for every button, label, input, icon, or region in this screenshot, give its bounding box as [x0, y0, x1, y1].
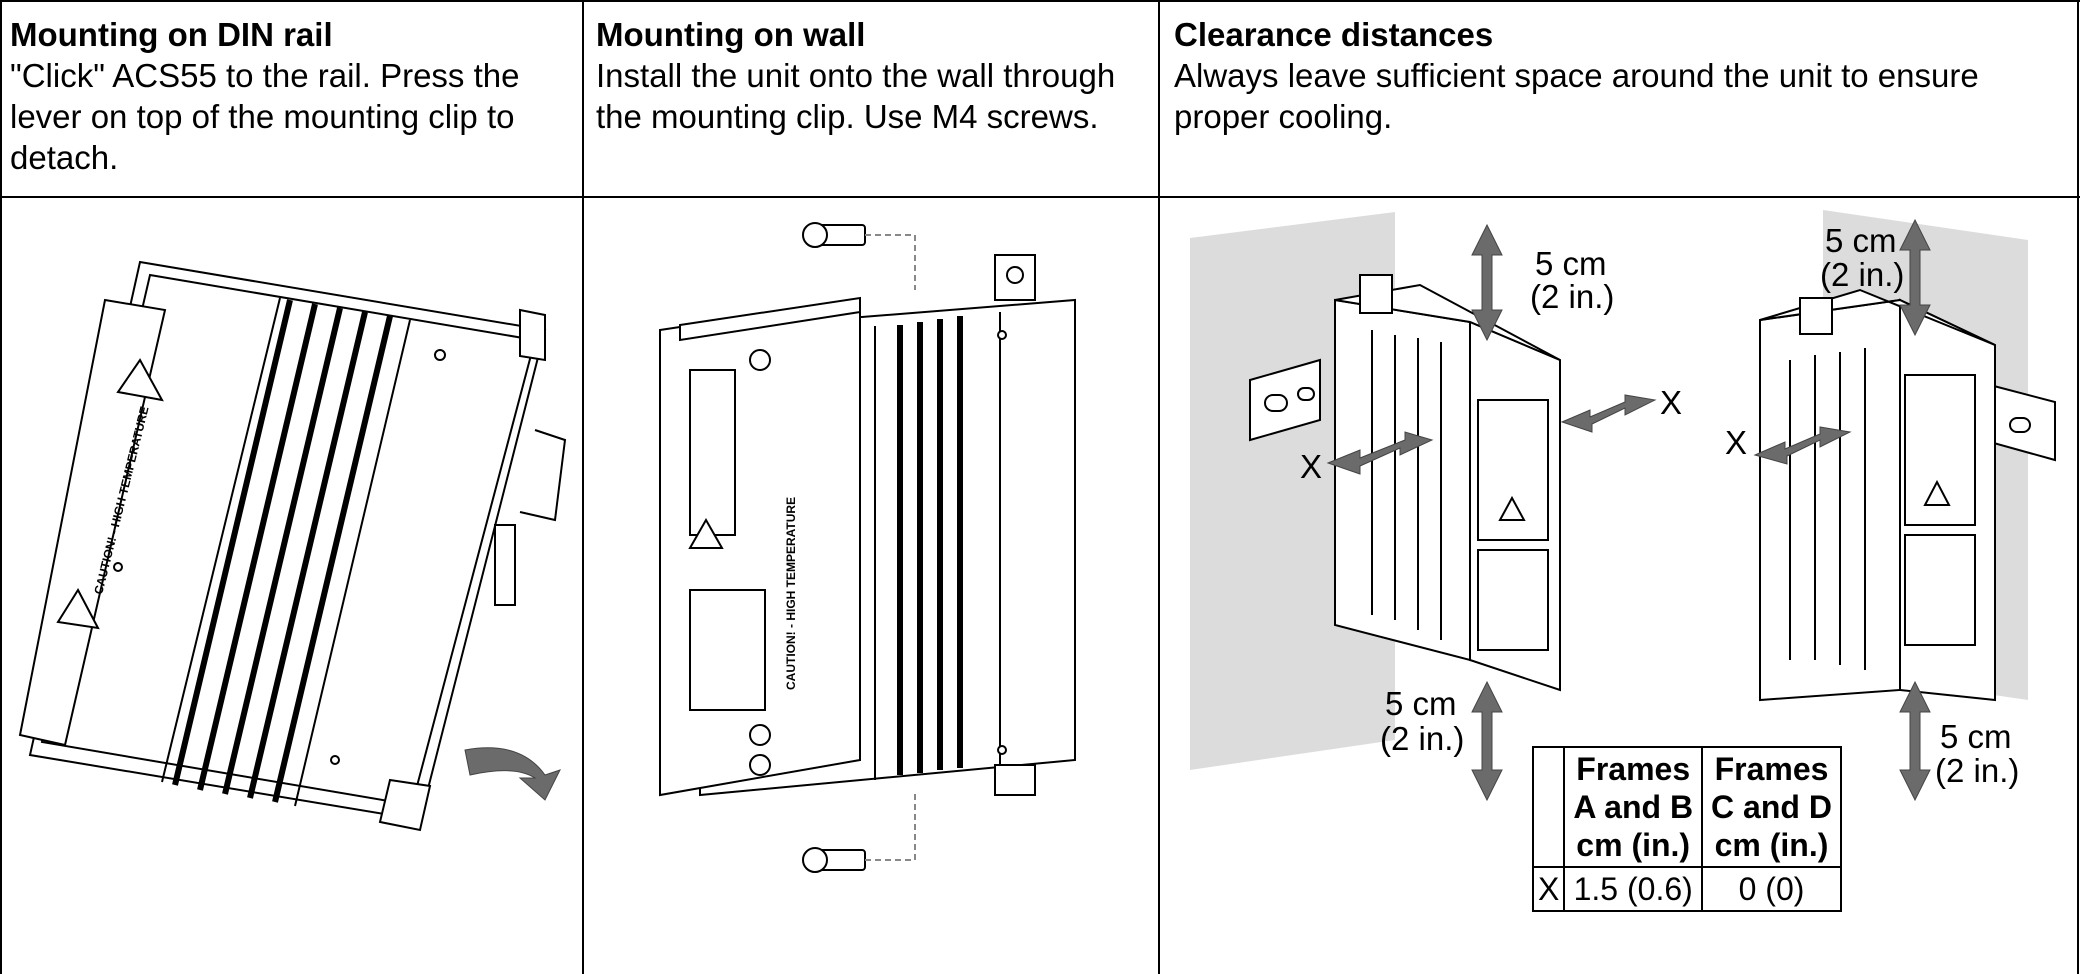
label-bottom-left-5cm: 5 cm — [1385, 685, 1457, 722]
label-x-left: X — [1300, 448, 1322, 485]
label-x-right: X — [1725, 424, 1747, 461]
table-row: X 1.5 (0.6) 0 (0) — [1531, 866, 1842, 912]
label-bottom-right-5cm: 5 cm — [1940, 718, 2012, 755]
arrow-bottom-left — [1471, 680, 1503, 802]
header-cd-line3: cm (in.) — [1714, 827, 1829, 863]
header-cd-line2: C and D — [1711, 789, 1832, 825]
label-bottom-left-2in: (2 in.) — [1380, 720, 1464, 757]
divider-col1 — [582, 0, 584, 974]
din-rail-drive-illustration — [18, 260, 567, 832]
border-left — [0, 0, 2, 974]
column-wall-text: Mounting on wall Install the unit onto t… — [596, 14, 1156, 137]
label-x-front: X — [1660, 384, 1682, 421]
din-rail-release-arrow — [464, 747, 561, 801]
label-top-right-5cm: 5 cm — [1825, 222, 1897, 259]
divider-col2 — [1158, 0, 1160, 974]
header-ab-line3: cm (in.) — [1576, 827, 1691, 863]
column-clearance-heading: Clearance distances — [1174, 16, 1494, 53]
arrow-top-left — [1471, 223, 1503, 342]
clearance-drive-left — [1334, 274, 1561, 692]
column-clearance-body: Always leave sufficient space around the… — [1174, 57, 1979, 135]
wall-mount-caution-text: CAUTION! - HIGH TEMPERATURE — [784, 497, 798, 690]
table-cell-frames-cd: 0 (0) — [1701, 866, 1842, 912]
column-din-rail-body: "Click" ACS55 to the rail. Press the lev… — [10, 57, 520, 176]
column-wall-body: Install the unit onto the wall through t… — [596, 57, 1116, 135]
clearance-din-rail-right — [1989, 383, 2056, 462]
column-clearance-text: Clearance distances Always leave suffici… — [1174, 14, 2074, 137]
arrow-x-left-side — [1326, 431, 1434, 475]
label-top-left-2in: (2 in.) — [1530, 278, 1614, 315]
header-ab-line2: A and B — [1573, 789, 1694, 825]
label-bottom-right-2in: (2 in.) — [1935, 752, 2019, 789]
table-header-frames-cd: Frames C and D cm (in.) — [1701, 746, 1842, 868]
border-right — [2077, 0, 2079, 974]
wall-mount-screw-guide-bottom — [865, 790, 916, 861]
border-top — [0, 0, 2080, 2]
divider-header-row — [0, 196, 2080, 198]
table-cell-frames-ab: 1.5 (0.6) — [1563, 866, 1704, 912]
arrow-x-left-front — [1560, 394, 1657, 433]
table-header-frames-ab: Frames A and B cm (in.) — [1563, 746, 1704, 868]
column-din-rail-text: Mounting on DIN rail "Click" ACS55 to th… — [10, 14, 575, 178]
table-row-label: X — [1531, 866, 1566, 912]
wall-mount-drive-illustration — [659, 222, 1076, 873]
arrow-top-right — [1899, 218, 1931, 337]
wall-mount-screw-guide-top — [865, 234, 916, 290]
label-top-left-5cm: 5 cm — [1535, 245, 1607, 282]
clearance-arrows — [1326, 218, 1931, 802]
column-wall-heading: Mounting on wall — [596, 16, 866, 53]
column-din-rail-heading: Mounting on DIN rail — [10, 16, 333, 53]
arrow-x-right-side — [1753, 426, 1852, 465]
arrow-bottom-right — [1899, 680, 1931, 802]
header-cd-line1: Frames — [1714, 751, 1829, 787]
table-header-empty — [1531, 746, 1566, 867]
header-ab-line1: Frames — [1576, 751, 1691, 787]
label-top-right-2in: (2 in.) — [1820, 256, 1904, 293]
clearance-drive-right — [1759, 288, 1996, 702]
table-header-row: Frames A and B cm (in.) Frames C and D c… — [1531, 746, 1842, 868]
clearance-din-rail-left — [1249, 358, 1321, 442]
clearance-table: Frames A and B cm (in.) Frames C and D c… — [1531, 746, 1842, 912]
